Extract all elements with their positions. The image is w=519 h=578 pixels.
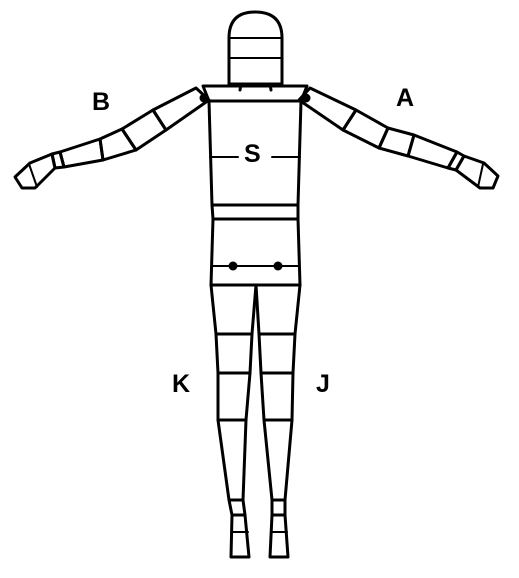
left-shin (216, 418, 248, 502)
left-arm (13, 86, 211, 190)
right-foot (268, 513, 290, 559)
label-left-leg: K (172, 370, 190, 398)
right-hand (454, 154, 500, 190)
left-forearm-a (98, 127, 138, 162)
left-knee-segment (216, 371, 252, 422)
label-torso: S (244, 140, 261, 168)
right-shin (262, 418, 294, 502)
right-thigh-upper (254, 283, 302, 336)
right-thigh-lower (257, 332, 297, 375)
label-right-leg: J (316, 370, 330, 398)
label-left-arm: B (92, 88, 110, 116)
right-hip-joint (273, 261, 283, 271)
left-hip-joint (228, 261, 238, 271)
left-hand (13, 152, 57, 190)
left-shoulder-joint (199, 93, 209, 103)
head (227, 10, 284, 86)
right-knee-segment (259, 371, 295, 422)
right-shoulder-joint (301, 93, 311, 103)
left-upper-arm-b (120, 108, 168, 152)
right-ankle (270, 498, 287, 517)
left-forearm-b (58, 137, 105, 169)
pelvis (209, 217, 302, 287)
right-leg (254, 283, 302, 559)
left-thigh-lower (214, 332, 254, 375)
left-thigh-upper (209, 283, 258, 336)
waist-band (210, 203, 300, 221)
label-right-arm: A (396, 84, 414, 112)
shoulder-bar (201, 84, 309, 103)
left-leg (209, 283, 258, 559)
right-arm (297, 86, 500, 190)
left-ankle (227, 498, 247, 517)
left-foot (229, 513, 251, 559)
